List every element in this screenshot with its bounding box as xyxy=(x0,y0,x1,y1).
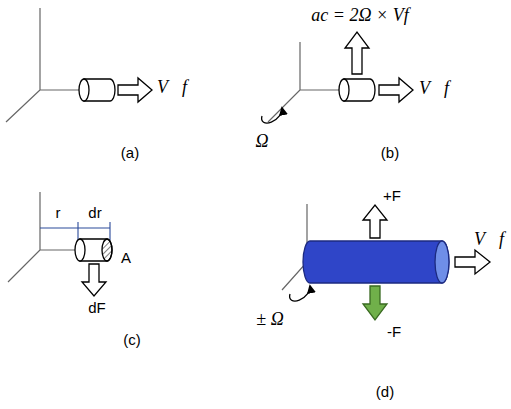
panel-label: (c) xyxy=(123,332,141,349)
dimension-label: dr xyxy=(88,205,101,222)
panel-label: (d) xyxy=(376,384,394,401)
force-label: +F xyxy=(383,188,401,205)
force-label: -F xyxy=(387,324,401,341)
panel-label: (a) xyxy=(121,145,139,162)
formula-label: ac = 2Ω × Vf xyxy=(311,6,408,26)
velocity-label: V⃗f xyxy=(157,78,187,98)
area-label: A xyxy=(121,250,131,267)
rotation-label: Ω xyxy=(255,132,268,152)
rotation-label: ± Ω xyxy=(256,310,283,330)
velocity-label: V⃗f xyxy=(419,79,449,99)
velocity-label: V⃗f xyxy=(474,230,504,250)
dimension-label: r xyxy=(56,205,61,222)
panel-label: (b) xyxy=(381,145,399,162)
force-label: dF xyxy=(88,300,106,317)
